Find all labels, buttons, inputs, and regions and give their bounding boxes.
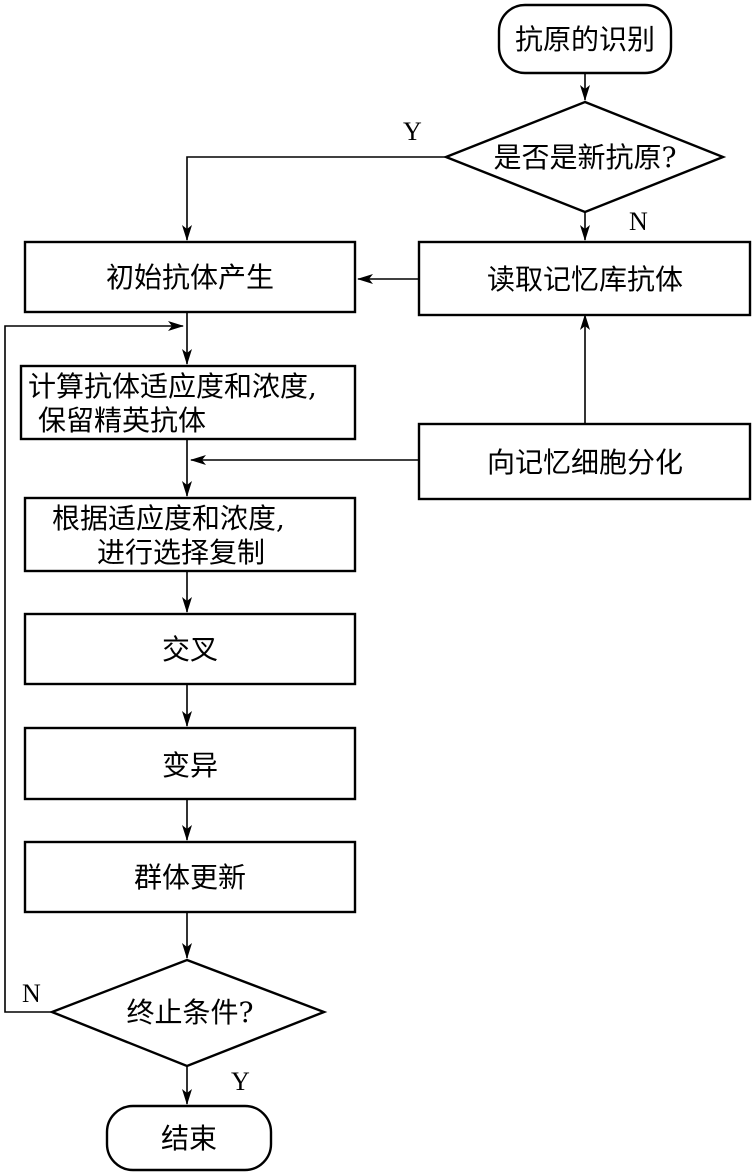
node-start: 抗原的识别 <box>497 3 673 75</box>
node-calc-fitness-line2: 保留精英抗体 <box>38 404 206 437</box>
node-mutation-label: 变异 <box>162 749 218 782</box>
node-calc-fitness: 计算抗体适应度和浓度, 保留精英抗体 <box>19 364 357 441</box>
node-end-label: 结束 <box>161 1122 217 1155</box>
node-crossover-label: 交叉 <box>162 633 218 666</box>
node-memory-differentiation: 向记忆细胞分化 <box>417 422 752 501</box>
connector-termination-no-loop <box>4 321 184 1013</box>
node-termination: 终止条件? <box>48 958 328 1068</box>
label-termination-yes: Y <box>231 1067 250 1096</box>
label-new-antigen-yes: Y <box>403 117 422 146</box>
node-memory-differentiation-label: 向记忆细胞分化 <box>487 446 683 479</box>
label-termination-no: N <box>22 979 41 1008</box>
node-calc-fitness-line1: 计算抗体适应度和浓度, <box>28 370 317 403</box>
node-init-antibodies-label: 初始抗体产生 <box>106 261 274 294</box>
node-population-update: 群体更新 <box>23 840 357 914</box>
node-select-copy-line1: 根据适应度和浓度, <box>52 502 285 535</box>
node-is-new-antigen: 是否是新抗原? <box>442 100 727 214</box>
node-termination-label: 终止条件? <box>126 996 253 1029</box>
connectors <box>4 73 590 1105</box>
node-read-memory: 读取记忆库抗体 <box>417 240 752 317</box>
node-mutation: 变异 <box>23 726 357 801</box>
node-read-memory-label: 读取记忆库抗体 <box>487 263 683 296</box>
node-select-copy: 根据适应度和浓度, 进行选择复制 <box>23 496 357 573</box>
node-crossover: 交叉 <box>23 612 357 686</box>
node-end: 结束 <box>105 1104 273 1172</box>
node-population-update-label: 群体更新 <box>134 861 246 894</box>
node-start-label: 抗原的识别 <box>515 23 655 56</box>
node-is-new-antigen-label: 是否是新抗原? <box>493 141 676 174</box>
label-new-antigen-no: N <box>629 207 648 236</box>
node-init-antibodies: 初始抗体产生 <box>23 240 357 314</box>
node-select-copy-line2: 进行选择复制 <box>97 536 265 569</box>
connector-decision-yes-to-init <box>182 156 446 241</box>
